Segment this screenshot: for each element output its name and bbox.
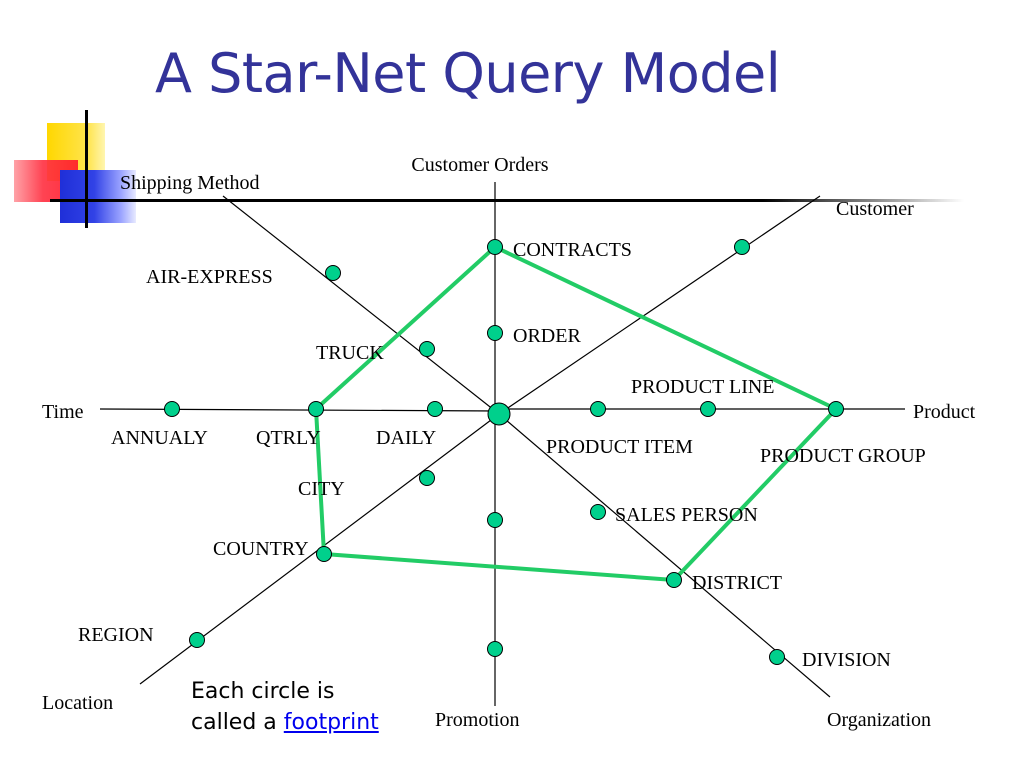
label-product-group: PRODUCT GROUP xyxy=(760,445,926,467)
axis-label-location: Location xyxy=(42,692,113,714)
axis-line-customer xyxy=(498,195,821,415)
axis-line-shipping-method xyxy=(222,195,500,415)
footprint-annualy xyxy=(164,401,180,417)
footprint-district xyxy=(666,572,682,588)
footprint-division xyxy=(769,649,785,665)
axis-label-shipping-method: Shipping Method xyxy=(120,172,259,194)
axis-label-promotion: Promotion xyxy=(435,709,519,731)
query-path xyxy=(314,245,838,582)
footprint-city xyxy=(419,470,435,486)
footprint-order xyxy=(487,325,503,341)
label-truck: TRUCK xyxy=(316,342,384,364)
footprint-air-express xyxy=(325,265,341,281)
label-city: CITY xyxy=(298,478,345,500)
footprint-promotion-1 xyxy=(487,512,503,528)
footprint-truck xyxy=(419,341,435,357)
axis-label-organization: Organization xyxy=(827,709,931,731)
footprint-link[interactable]: footprint xyxy=(283,710,379,735)
axis-lines xyxy=(99,182,905,706)
label-order: ORDER xyxy=(513,325,581,347)
vertical-rule xyxy=(85,110,88,228)
label-district: DISTRICT xyxy=(692,572,782,594)
footnote-line-1: Each circle is xyxy=(191,679,335,704)
axis-label-customer-orders: Customer Orders xyxy=(411,154,548,176)
footprint-product-item xyxy=(590,401,606,417)
footprint-contracts xyxy=(487,239,503,255)
label-daily: DAILY xyxy=(376,427,436,449)
axis-label-customer: Customer xyxy=(836,198,914,220)
blue-square xyxy=(60,170,136,223)
label-division: DIVISION xyxy=(802,649,891,671)
label-region: REGION xyxy=(78,624,154,646)
label-qtrly: QTRLY xyxy=(256,427,321,449)
footprint-promotion-2 xyxy=(487,641,503,657)
footnote: Each circle is called a footprint xyxy=(191,676,379,738)
footprint-daily xyxy=(427,401,443,417)
footprint-product-group xyxy=(828,401,844,417)
title-underline xyxy=(50,199,964,202)
center-circle xyxy=(487,402,511,426)
label-product-item: PRODUCT ITEM xyxy=(546,436,693,458)
axis-label-product: Product xyxy=(913,401,976,423)
footprint-sales-person xyxy=(590,504,606,520)
label-air-express: AIR-EXPRESS xyxy=(146,266,273,288)
label-contracts: CONTRACTS xyxy=(513,239,632,261)
footprint-circles xyxy=(164,239,844,665)
footprint-region xyxy=(189,632,205,648)
footprint-qtrly xyxy=(308,401,324,417)
page-title: A Star-Net Query Model xyxy=(155,42,781,105)
label-annualy: ANNUALY xyxy=(111,427,208,449)
label-sales-person: SALES PERSON xyxy=(615,504,758,526)
footprint-customer-unlabeled xyxy=(734,239,750,255)
label-country: COUNTRY xyxy=(213,538,309,560)
footnote-prefix: called a xyxy=(191,710,284,735)
footnote-line-2: called a footprint xyxy=(191,707,379,738)
label-product-line: PRODUCT LINE xyxy=(631,376,775,398)
footprint-product-line xyxy=(700,401,716,417)
axis-label-time: Time xyxy=(42,401,84,423)
footprint-country xyxy=(316,546,332,562)
